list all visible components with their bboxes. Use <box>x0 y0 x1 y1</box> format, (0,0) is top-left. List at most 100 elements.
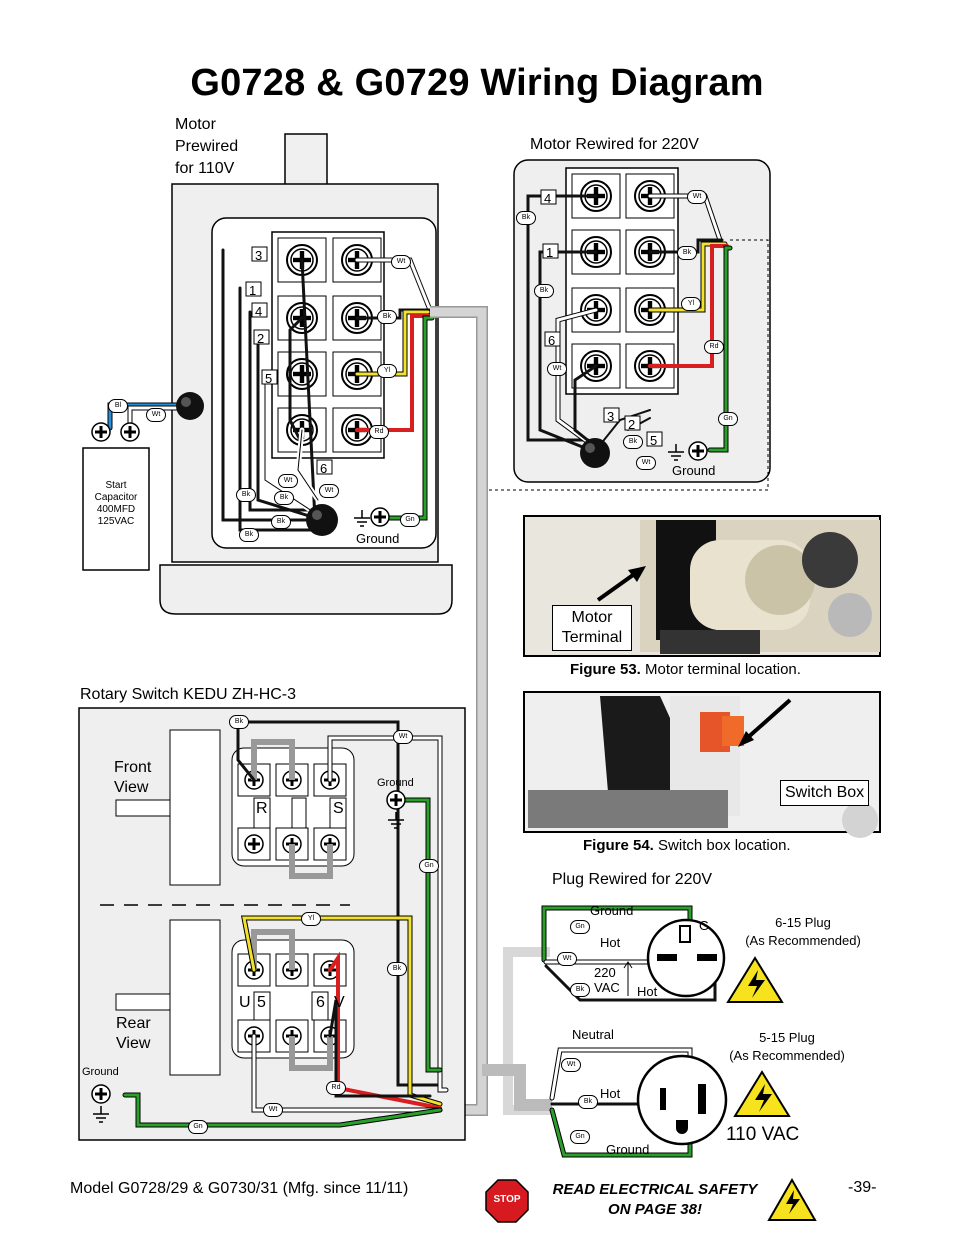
start-capacitor <box>82 447 150 571</box>
wire-color-tag: Bk <box>516 211 536 225</box>
plug-hot-label: Hot <box>600 935 621 950</box>
plug-5-15 <box>636 1054 728 1146</box>
terminal-number: 3 <box>255 248 263 263</box>
wire-color-tag: Bk <box>387 962 407 976</box>
motor-110v-heading-line: Motor <box>175 116 216 133</box>
plug-label-line: 6-15 Plug <box>775 915 831 930</box>
plug-hot-label: Hot <box>600 1086 621 1101</box>
terminal-number: 4 <box>255 304 263 319</box>
front-view-label: Front View <box>114 758 151 798</box>
wire-color-tag: Gn <box>188 1120 208 1134</box>
wire-color-tag: Yl <box>301 912 321 926</box>
capacitor-label-line: 400MFD <box>96 504 136 515</box>
figure53-caption: Figure 53. Motor terminal location. <box>570 661 801 678</box>
rear-view-line: Rear <box>116 1015 151 1032</box>
switch-box-callout: Switch Box <box>780 780 870 806</box>
rotary-switch-heading: Rotary Switch KEDU ZH-HC-3 <box>80 686 297 703</box>
switch-front <box>115 729 355 886</box>
safety-note: READ ELECTRICAL SAFETY ON PAGE 38! <box>520 1180 790 1220</box>
stop-sign-text: STOP <box>493 1194 521 1205</box>
wire-color-tag: Wt <box>278 474 298 488</box>
wire-color-tag: Bk <box>239 528 259 542</box>
switch-letter: U <box>239 994 251 1011</box>
wire-color-tag: Yl <box>681 297 701 311</box>
wire-color-tag: Gn <box>570 920 590 934</box>
voltage-110-label: 110 VAC <box>726 1124 800 1145</box>
capacitor-label: Start Capacitor 400MFD 125VAC <box>84 480 148 528</box>
wire-color-tag: Wt <box>319 484 339 498</box>
wire-color-tag: Wt <box>547 362 567 376</box>
plug-ground-label: Ground <box>606 1142 650 1157</box>
terminal-number: 2 <box>628 417 636 432</box>
rear-view-line: View <box>116 1035 151 1052</box>
terminal-number: 4 <box>544 191 552 206</box>
rear-view-label: Rear View <box>116 1014 151 1054</box>
switch-letter: V <box>334 994 345 1011</box>
terminal-number: 3 <box>607 409 615 424</box>
plug-label-line: 5-15 Plug <box>759 1030 815 1045</box>
wire-color-tag: Yl <box>377 364 397 378</box>
figure54-photo-content <box>528 696 878 838</box>
page-title: G0728 & G0729 Wiring Diagram <box>190 62 764 104</box>
motor-110v-heading: Motor Prewired for 110V <box>175 114 238 180</box>
plug-neutral-label: Neutral <box>572 1027 614 1042</box>
switch-letter: 6 <box>316 994 325 1011</box>
safety-line: READ ELECTRICAL SAFETY <box>552 1181 758 1198</box>
voltage-line: 220 <box>594 965 616 980</box>
wire-color-tag: Bk <box>534 284 554 298</box>
wire-color-tag: Bk <box>271 515 291 529</box>
wire-color-tag: Wt <box>557 952 577 966</box>
terminal-number: 5 <box>650 433 658 448</box>
plug-label-line: (As Recommended) <box>745 933 861 948</box>
wire-color-tag: Wt <box>636 456 656 470</box>
ground-label: Ground <box>356 531 400 546</box>
figure54-caption-text: Switch box location. <box>653 837 791 854</box>
wire-color-tag: Bk <box>578 1095 598 1109</box>
plug-220v-heading: Plug Rewired for 220V <box>552 871 713 888</box>
figure53-caption-text: Motor terminal location. <box>640 661 801 678</box>
safety-line: ON PAGE 38! <box>608 1201 702 1218</box>
wire-color-tag: Wt <box>561 1058 581 1072</box>
capacitor-label-line: Capacitor <box>94 492 138 503</box>
wire-color-tag: Bk <box>229 715 249 729</box>
wire-color-tag: Bl <box>108 399 128 413</box>
switch-letter: 5 <box>257 994 266 1011</box>
wire-color-tag: Wt <box>391 255 411 269</box>
wire-color-tag: Wt <box>687 190 707 204</box>
plug-5-15-label: 5-15 Plug (As Recommended) <box>712 1029 862 1065</box>
plug-ground-label: Ground <box>590 903 634 918</box>
motor-110v-heading-line: for 110V <box>175 160 235 177</box>
wire-color-tag: Bk <box>623 435 643 449</box>
capacitor-label-line: Start <box>105 480 127 491</box>
wire-color-tag: Gn <box>718 412 738 426</box>
switch-letter: R <box>256 800 268 817</box>
capacitor-label-line: 125VAC <box>97 516 135 527</box>
wire-color-tag: Gn <box>419 859 439 873</box>
plug-label-line: (As Recommended) <box>729 1048 845 1063</box>
motor-220v-heading: Motor Rewired for 220V <box>530 136 699 153</box>
warning-icons <box>726 956 817 1221</box>
terminal-number: 2 <box>257 331 265 346</box>
wire-color-tag: Gn <box>570 1130 590 1144</box>
page-number: -39- <box>848 1179 877 1196</box>
terminal-number: 6 <box>548 333 556 348</box>
figure54-caption: Figure 54. Switch box location. <box>583 837 791 854</box>
terminal-number: 1 <box>249 283 257 298</box>
motor-terminal-callout: Motor Terminal <box>552 605 632 651</box>
plug-voltage-label: 220 VAC <box>594 965 620 995</box>
figure53-photo-content <box>596 520 880 654</box>
wire-color-tag: Wt <box>393 730 413 744</box>
wire-color-tag: Wt <box>263 1103 283 1117</box>
wire-color-tag: Rd <box>369 425 389 439</box>
wire-color-tag: Bk <box>274 491 294 505</box>
switch-letter: S <box>333 800 344 817</box>
front-view-line: Front <box>114 759 152 776</box>
switch-rear <box>115 919 355 1076</box>
wire-color-tag: Bk <box>236 488 256 502</box>
ground-label: Ground <box>82 1066 119 1078</box>
plug-hot-label: Hot <box>637 984 658 999</box>
terminal-number: 1 <box>546 245 554 260</box>
ground-label: Ground <box>672 463 716 478</box>
voltage-line: VAC <box>594 980 620 995</box>
wire-color-tag: Wt <box>146 408 166 422</box>
